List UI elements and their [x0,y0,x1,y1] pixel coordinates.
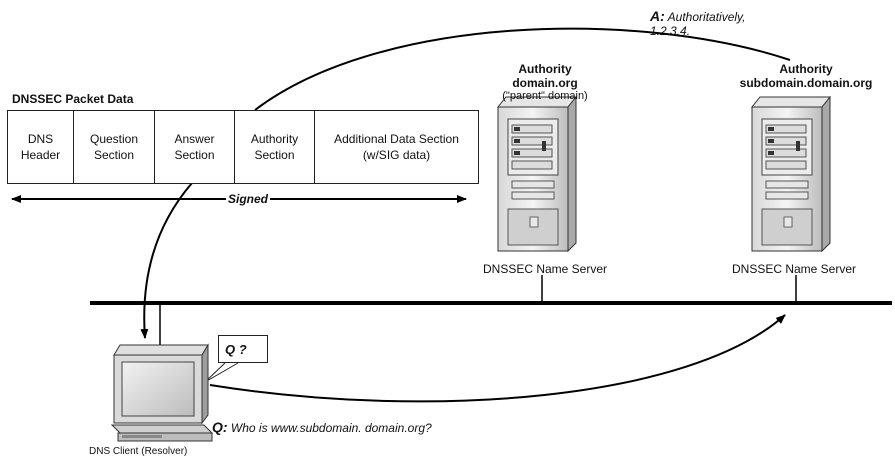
q-bubble-pointer [204,362,239,383]
query-prefix: Q: [212,419,228,435]
answer-prefix: A: [650,8,665,24]
answer-flow-curve [254,27,791,111]
sub-authority-title-line2: subdomain.domain.org [739,76,873,90]
signed-label: Signed [226,192,271,206]
parent-authority-title-line2: domain.org [512,76,578,90]
parent-authority-heading: Authority domain.org ("parent" domain) [470,62,620,102]
computer-terminal-icon [110,343,214,442]
sub-authority-title-line1: Authority [779,62,833,76]
answer-line1: Authoritatively, [667,10,746,24]
answer-annotation: A: Authoritatively, 1.2.3.4. [650,9,745,38]
client-label: DNS Client (Resolver) [89,446,188,457]
packet-cell-additional-section: Additional Data Section (w/SIG data) [334,132,459,162]
answer-line2: 1.2.3.4. [650,24,691,38]
sub-server-label: DNSSEC Name Server [731,262,857,276]
answer-to-client-curve [140,182,193,339]
parent-server-label: DNSSEC Name Server [482,262,608,276]
packet-cell-authority-section: Authority Section [235,111,315,183]
server-tower-icon [750,95,832,253]
query-text: Who is www.subdomain. domain.org? [230,421,432,435]
sub-authority-heading: Authority subdomain.domain.org [720,62,892,90]
packet-cell-answer-section: Answer Section [155,111,235,183]
packet-cell-question-section: Question Section [74,111,155,183]
packet-cell-dns-header: DNS Header [8,111,74,183]
query-bubble: Q ? [218,335,268,363]
parent-authority-title-line1: Authority [518,62,572,76]
query-annotation: Q: Who is www.subdomain. domain.org? [212,419,432,435]
packet-title: DNSSEC Packet Data [12,92,134,106]
parent-authority-subtitle: ("parent" domain) [502,90,588,102]
query-flow-curve [209,314,786,403]
packet-table: DNS Header Question Section Answer Secti… [7,110,479,184]
server-tower-icon [496,95,578,253]
